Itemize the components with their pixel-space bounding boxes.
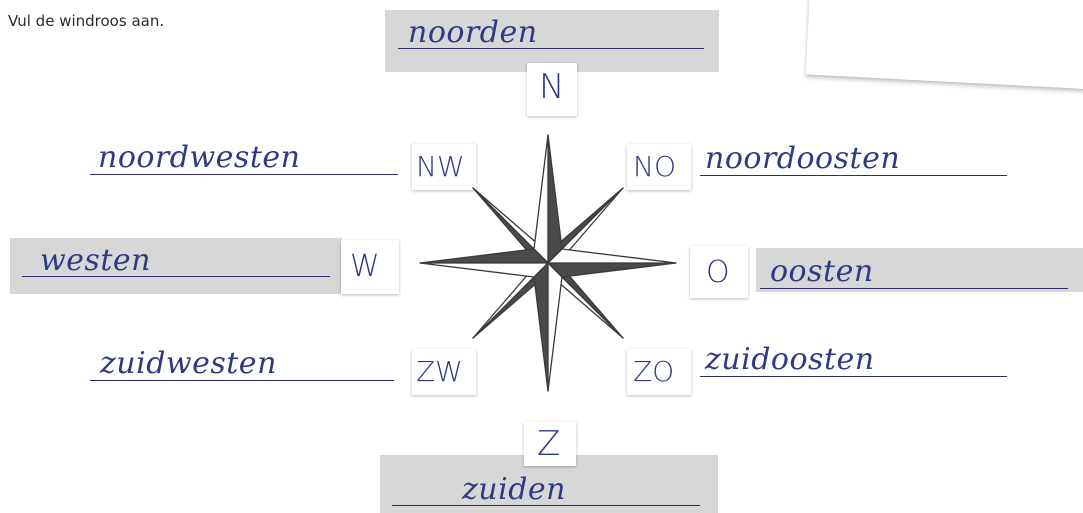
answer-westen[interactable]: westen	[40, 243, 151, 278]
abbr-z: Z	[537, 424, 560, 464]
answer-zuidwesten[interactable]: zuidwesten	[100, 346, 277, 381]
answer-oosten[interactable]: oosten	[770, 254, 874, 289]
instruction-text: Vul de windroos aan.	[8, 12, 164, 30]
answer-noorden[interactable]: noorden	[408, 15, 538, 50]
answer-zuiden[interactable]: zuiden	[462, 472, 566, 507]
compass-cardinal-points	[420, 135, 676, 391]
abbr-n: N	[539, 67, 564, 107]
answer-noordwesten[interactable]: noordwesten	[98, 140, 300, 175]
paper-note	[806, 0, 1083, 90]
abbr-o: O	[706, 255, 730, 290]
answer-zuidoosten[interactable]: zuidoosten	[705, 342, 875, 377]
abbr-w: W	[350, 249, 380, 284]
compass-rose-icon	[405, 125, 695, 405]
answer-noordoosten[interactable]: noordoosten	[705, 141, 900, 176]
